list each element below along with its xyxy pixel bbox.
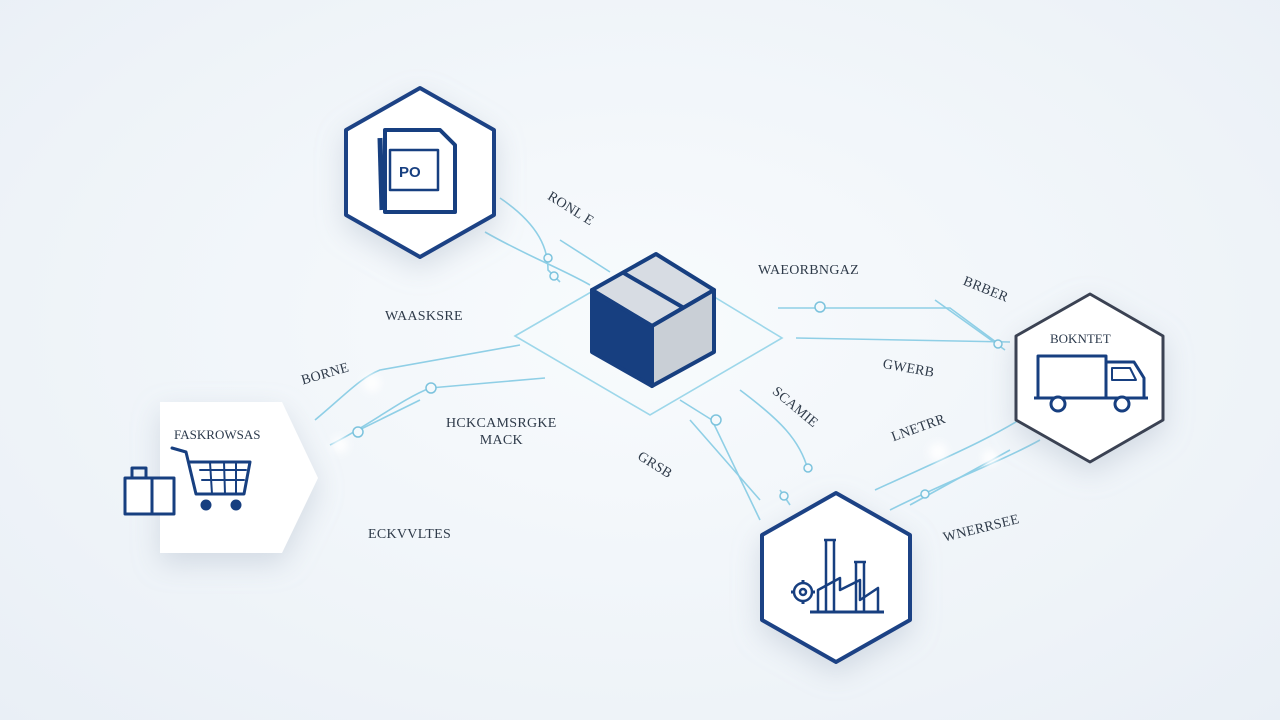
doc-to-package-line-1	[499, 197, 561, 283]
junction-dot	[814, 301, 826, 313]
edge-label-center: HCKCAMSRGKE MACK	[446, 416, 557, 448]
glow-spot	[332, 437, 348, 453]
shop-link-line-1	[314, 344, 521, 421]
junction-dot	[920, 489, 930, 499]
glow-spot	[363, 374, 381, 392]
junction-dot	[352, 426, 364, 438]
truck-link-line-1	[778, 307, 1001, 346]
cart-wheel-right	[230, 499, 242, 511]
edge-label-left-top: WAASKSRE	[385, 309, 463, 324]
junction-dot	[993, 339, 1003, 349]
truck-window	[1111, 367, 1137, 381]
shop-node-label: FASKROWSAS	[174, 427, 261, 442]
truck-link-line-3	[934, 299, 1006, 351]
glow-highlights	[332, 374, 998, 466]
doc-to-package-line-2	[484, 231, 591, 286]
factory-link-line-2	[739, 389, 809, 471]
document-po-text: PO	[399, 164, 421, 181]
document-label-box	[388, 148, 440, 192]
box-right-face	[650, 288, 716, 388]
package-box-icon[interactable]	[590, 252, 716, 388]
truck-wheel-front	[1113, 395, 1131, 413]
junction-dot	[779, 491, 789, 501]
factory-hexagon	[760, 491, 912, 664]
edge-label-warehouse-top: WAEORBNGAZ	[758, 263, 859, 278]
shopping-cart-icon	[123, 446, 252, 516]
cart-wheel-left	[200, 499, 212, 511]
junction-dot	[549, 271, 559, 281]
factory-chimney-right	[854, 560, 866, 612]
truck-factory-line-1	[874, 409, 1036, 491]
document-front-sheet	[377, 137, 385, 211]
delivery-truck-icon	[1034, 354, 1148, 413]
truck-link-line-2	[795, 337, 1011, 343]
cart-basket	[170, 446, 252, 496]
box-tape-line	[620, 270, 686, 310]
shopping-bag-right	[150, 476, 176, 516]
truck-cargo	[1036, 354, 1108, 400]
glow-spot	[929, 443, 947, 461]
factory-building	[816, 576, 880, 614]
factory-gear-hub	[798, 587, 808, 597]
doc-to-package-line-3	[559, 239, 611, 273]
purchase-order-document-icon	[377, 128, 457, 214]
connector-nodes	[352, 253, 1003, 501]
edge-label-bottom-left: ECKVVLTES	[368, 527, 452, 542]
factory-icon	[791, 538, 884, 614]
factory-gear-teeth	[791, 580, 815, 604]
connector-lines	[314, 197, 1041, 521]
junction-dot	[710, 414, 722, 426]
shopping-bag-handle	[130, 466, 148, 480]
truck-node-label: BOKNTET	[1050, 331, 1111, 346]
factory-link-line-3	[689, 419, 761, 501]
junction-dot	[425, 382, 437, 394]
shop-panel	[160, 402, 318, 553]
shop-link-line-3	[354, 399, 421, 433]
junction-dot	[803, 463, 813, 473]
truck-factory-line-2	[889, 439, 1041, 511]
truck-wheel-rear	[1049, 395, 1067, 413]
factory-node[interactable]	[760, 491, 912, 664]
glow-spot	[982, 450, 998, 466]
junction-dot	[543, 253, 553, 263]
shopping-bag-left	[123, 476, 155, 516]
factory-chimney-left	[824, 538, 836, 612]
shop-node[interactable]	[160, 402, 318, 553]
cart-grid	[199, 461, 247, 495]
